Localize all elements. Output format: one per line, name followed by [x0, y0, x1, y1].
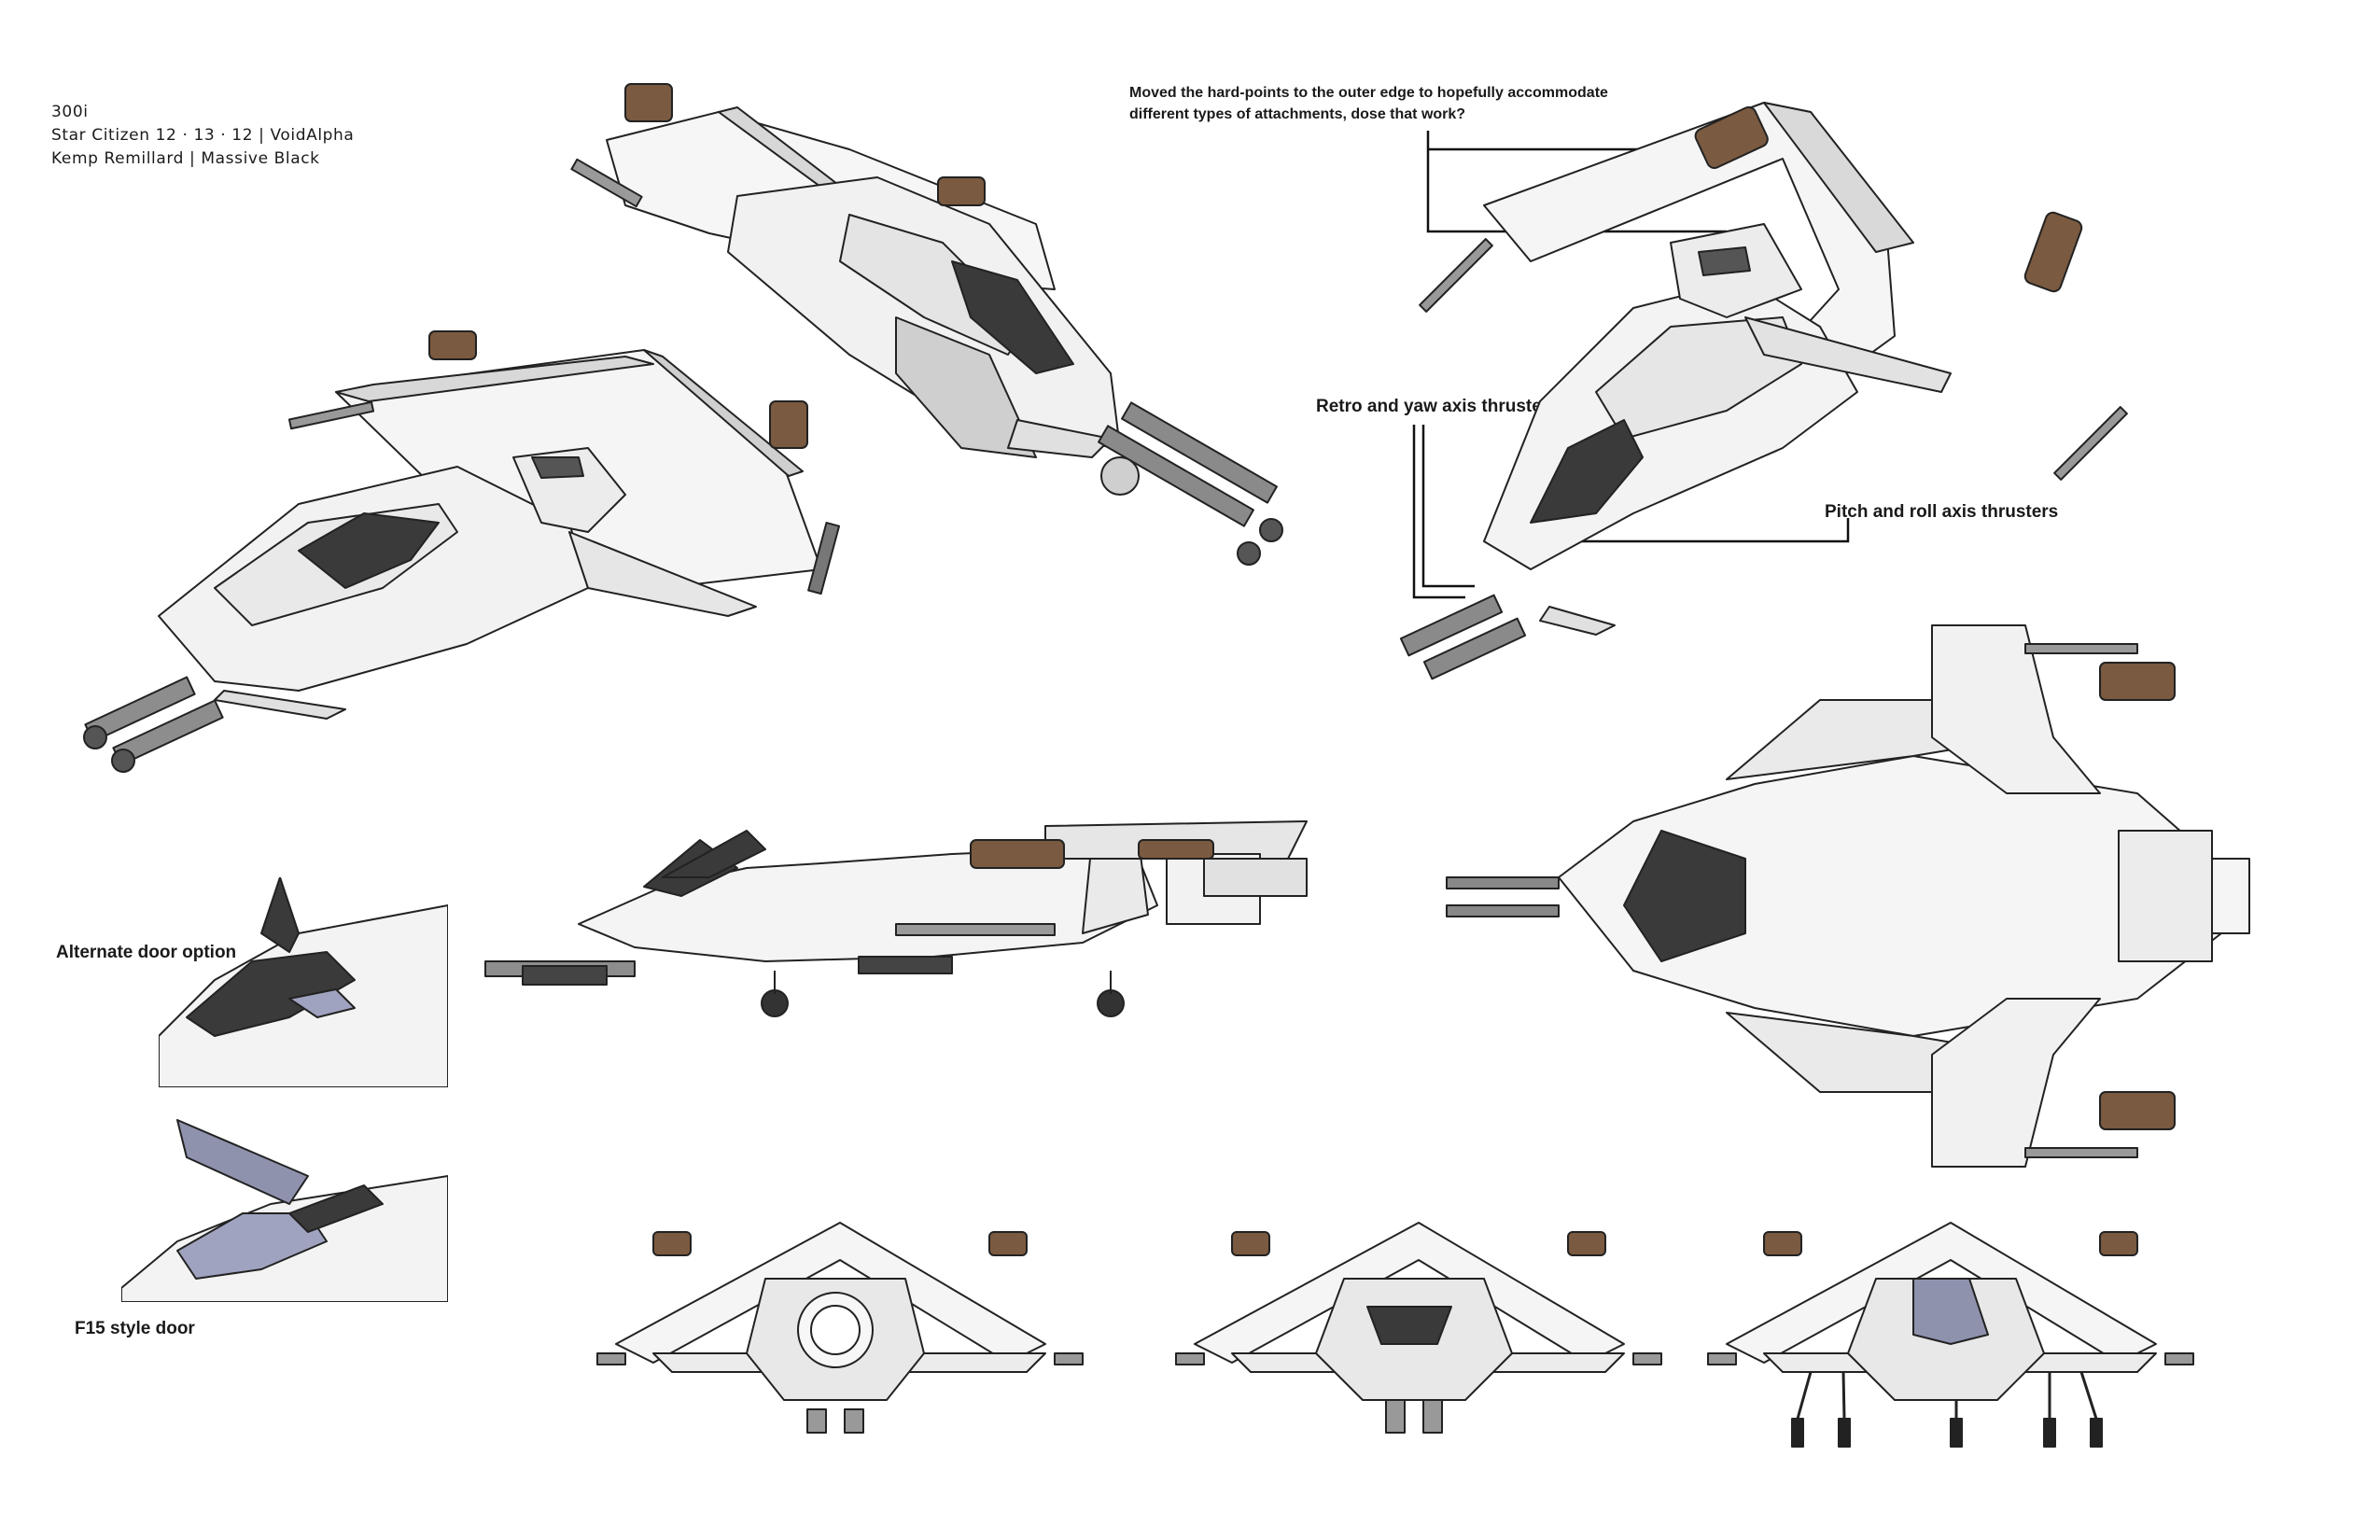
ship-top-view: [1446, 624, 2250, 1168]
hardpoints-note-line1: Moved the hard-points to the outer edge …: [1129, 85, 1608, 101]
alternate-door-sketch: [159, 877, 448, 1087]
f15-door-detail: [121, 1101, 448, 1302]
leader-hardpoint-lower: [1426, 131, 1727, 233]
f15-door-label: F15 style door: [75, 1319, 195, 1338]
ship-perspective-center: [570, 83, 1283, 566]
sheet-header: 300i Star Citizen 12 · 13 · 12 | VoidAlp…: [51, 101, 354, 171]
pitch-roll-label: Pitch and roll axis thrusters: [1825, 502, 2059, 522]
ship-front-view: [1175, 1222, 1662, 1434]
retro-yaw-label: Retro and yaw axis thrusters: [1316, 397, 1559, 416]
f15-door-sketch: [121, 1119, 448, 1302]
ship-front-view-gear-down: [1707, 1222, 2194, 1448]
alternate-door-detail: [159, 877, 448, 1087]
leader-retro-2: [1421, 425, 1475, 588]
alternate-door-label: Alternate door option: [56, 943, 237, 962]
ship-perspective-right: [1399, 102, 2128, 680]
header-project: Star Citizen 12 · 13 · 12 | VoidAlpha: [51, 126, 355, 145]
leader-retro-1: [1412, 425, 1465, 599]
ship-perspective-left: [83, 330, 841, 773]
ship-rear-view: [596, 1222, 1084, 1434]
hardpoints-note-line2: different types of attachments, dose tha…: [1129, 106, 1466, 122]
ship-side-profile: [484, 820, 1308, 1017]
header-title: 300i: [51, 103, 89, 121]
header-credits: Kemp Remillard | Massive Black: [51, 149, 320, 168]
hardpoints-note: Moved the hard-points to the outer edge …: [1129, 82, 1608, 125]
